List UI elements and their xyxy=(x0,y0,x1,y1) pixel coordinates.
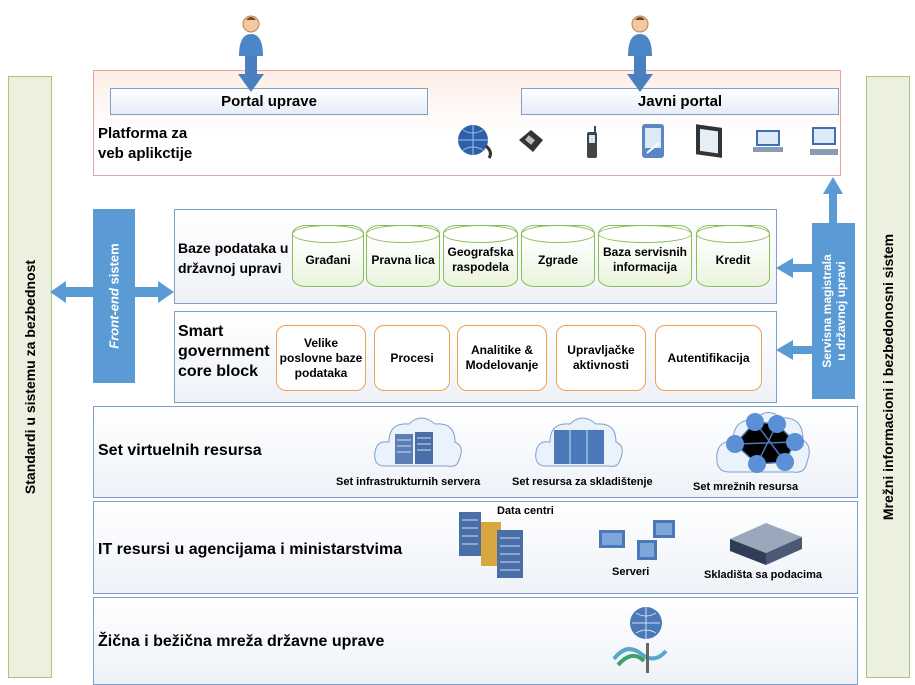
core-upravljacke-aktivnosti: Upravljačke aktivnosti xyxy=(556,325,646,391)
portal-uprave-label: Portal uprave xyxy=(221,93,317,110)
laptop-icon xyxy=(753,130,783,152)
server-cloud-icon xyxy=(374,417,462,467)
monitor-icon xyxy=(696,124,722,158)
platform-layer xyxy=(93,70,841,176)
right-network-panel: Mrežni informacioni i bezbedonosni siste… xyxy=(866,76,910,678)
servers-icon xyxy=(599,520,675,560)
core-block-label: Smart government core block xyxy=(178,323,270,380)
data-center-icon xyxy=(459,512,523,578)
virtual-infra-servers-label: Set infrastrukturnih servera xyxy=(336,476,481,488)
db-zgrade: Zgrade xyxy=(521,225,595,287)
javni-portal-box: Javni portal xyxy=(521,88,839,115)
network-cloud-icon xyxy=(716,412,810,473)
telephone-icon xyxy=(519,130,543,152)
network-layer xyxy=(93,597,858,685)
it-resources-label: IT resursi u agencijama i ministarstvima xyxy=(98,541,403,558)
user-icon xyxy=(238,15,264,92)
core-procesi: Procesi xyxy=(374,325,450,391)
network-cable-icon xyxy=(612,607,668,673)
storage-box-label: Skladišta sa podacima xyxy=(704,569,822,581)
db-geografska-raspodela: Geografska raspodela xyxy=(443,225,518,287)
storage-box-icon xyxy=(730,523,802,565)
front-end-bar: Front-end sistem xyxy=(93,209,135,383)
databases-label: Baze podataka u državnoj upravi xyxy=(178,240,289,276)
core-velike-baze: Velike poslovne baze podataka xyxy=(276,325,366,391)
javni-portal-label: Javni portal xyxy=(637,93,723,110)
left-standards-panel: Standardi u sistemu za bezbednost xyxy=(8,76,52,678)
db-kredit: Kredit xyxy=(696,225,770,287)
desktop-computer-icon xyxy=(810,127,838,155)
service-bus-bar: Servisna magistrala u državnoj upravi xyxy=(812,223,855,399)
user-icon xyxy=(627,15,653,92)
core-analitike: Analitike & Modelovanje xyxy=(457,325,547,391)
portal-uprave-box: Portal uprave xyxy=(110,88,428,115)
globe-phone-icon xyxy=(458,125,492,159)
db-gradani: Građani xyxy=(292,225,364,287)
virtual-network-label: Set mrežnih resursa xyxy=(693,481,799,493)
servers-label: Serveri xyxy=(612,566,650,578)
pda-icon xyxy=(642,124,664,158)
virtual-resources-label: Set virtuelnih resursa xyxy=(98,442,262,459)
storage-cloud-icon xyxy=(535,417,623,467)
db-pravna-lica: Pravna lica xyxy=(366,225,440,287)
network-label: Žična i bežična mreža državne uprave xyxy=(98,633,385,650)
platform-label: Platforma za veb aplikctije xyxy=(98,125,193,162)
virtual-storage-label: Set resursa za skladištenje xyxy=(512,476,653,488)
data-center-label: Data centri xyxy=(497,505,554,517)
mobile-phone-icon xyxy=(587,126,597,158)
db-baza-servisnih-informacija: Baza servisnih informacija xyxy=(598,225,692,287)
core-autentifikacija: Autentifikacija xyxy=(655,325,762,391)
